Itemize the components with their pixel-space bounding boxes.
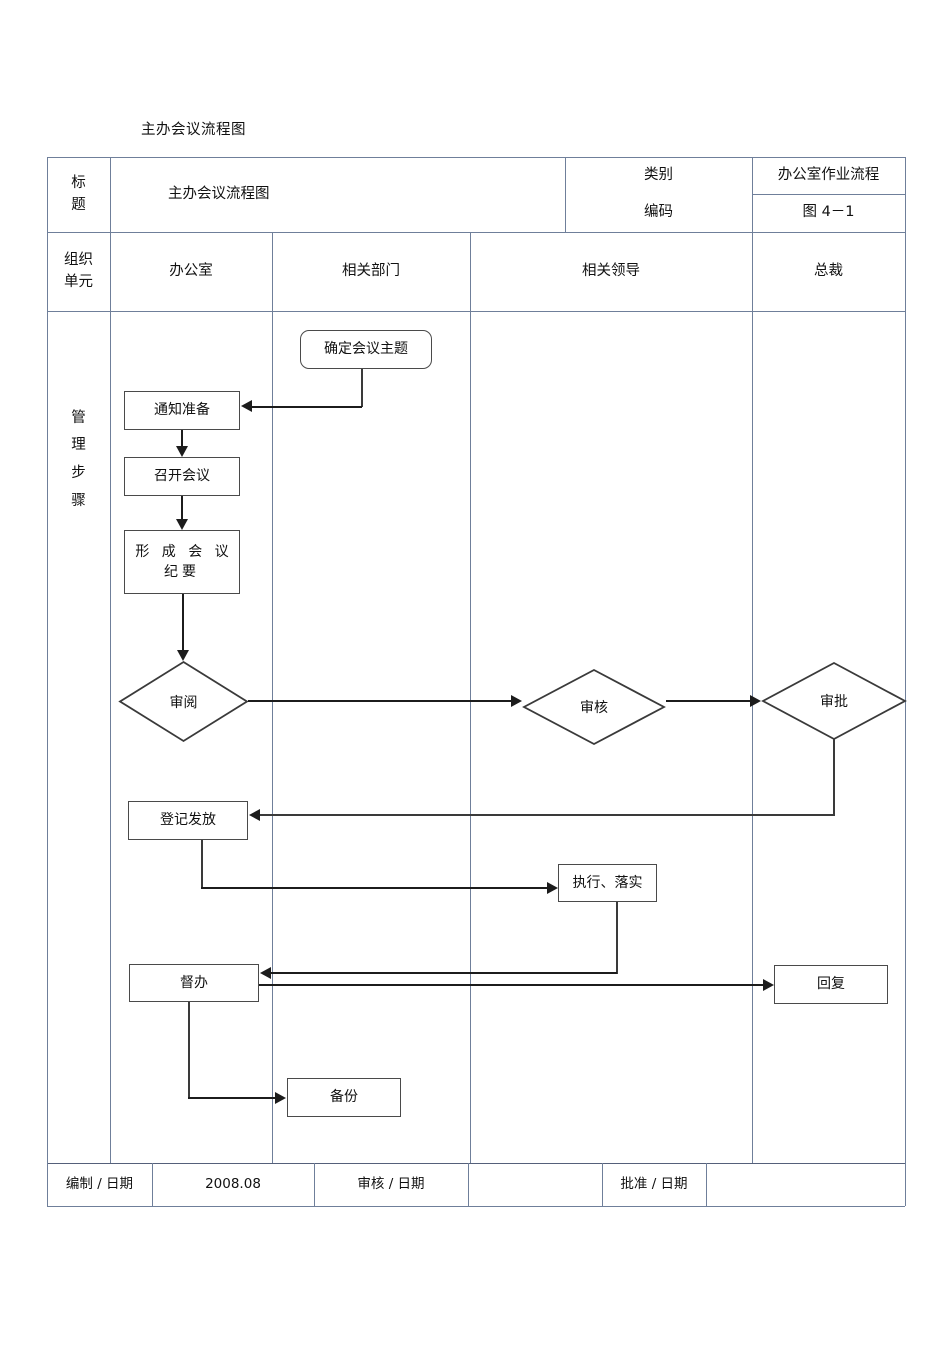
edge-supervise-to-backup-arrow xyxy=(275,1092,286,1104)
node-register-issue[interactable]: 登记发放 xyxy=(128,801,248,840)
node-review-label: 审阅 xyxy=(169,694,198,711)
code-label: 编码 xyxy=(644,204,673,221)
edge-hold-to-minutes xyxy=(181,496,183,519)
prepared-value: 2008.08 xyxy=(205,1176,261,1193)
header-row-divider xyxy=(752,194,905,195)
footer-divider-5 xyxy=(706,1163,707,1206)
edge-execute-to-supervise-v xyxy=(616,902,618,974)
reviewed-label: 审核 / 日期 xyxy=(357,1176,425,1193)
edge-approve-to-register-arrow xyxy=(249,809,260,821)
edge-topic-to-notify-h xyxy=(252,406,362,408)
edge-notify-to-hold-arrow xyxy=(176,446,188,457)
edge-topic-to-notify-v xyxy=(361,369,363,407)
lane-header-department: 相关部门 xyxy=(342,262,400,279)
edge-supervise-to-reply xyxy=(259,984,764,986)
footer-divider-2 xyxy=(314,1163,315,1206)
footer-divider-4 xyxy=(602,1163,603,1206)
edge-review-to-check xyxy=(248,700,512,702)
edge-execute-to-supervise-h xyxy=(271,972,617,974)
footer-divider-3 xyxy=(468,1163,469,1206)
lane-row-bottom xyxy=(47,311,905,312)
table-border-right xyxy=(905,157,906,1206)
lane-divider-2 xyxy=(470,232,471,1163)
edge-topic-to-notify-arrow xyxy=(241,400,252,412)
title-row-bottom xyxy=(47,232,905,233)
lane-header-office: 办公室 xyxy=(169,262,213,279)
prepared-label: 编制 / 日期 xyxy=(65,1176,134,1193)
approved-value xyxy=(706,1163,905,1206)
title-label-divider xyxy=(110,157,111,1163)
diamond-shape-check xyxy=(522,668,666,746)
table-border-bottom xyxy=(47,1206,905,1207)
body-row-bottom xyxy=(47,1163,905,1164)
edge-hold-to-minutes-arrow xyxy=(176,519,188,530)
lane-divider-1 xyxy=(272,232,273,1163)
title-value: 主办会议流程图 xyxy=(168,185,270,202)
edge-approve-to-register-h xyxy=(260,814,835,816)
node-review[interactable]: 审阅 xyxy=(118,660,249,743)
node-reply[interactable]: 回复 xyxy=(774,965,888,1004)
edge-minutes-to-review-arrow xyxy=(177,650,189,661)
node-supervise[interactable]: 督办 xyxy=(129,964,259,1002)
node-approve[interactable]: 审批 xyxy=(761,661,907,741)
diamond-shape-review xyxy=(118,660,249,743)
edge-supervise-to-backup-h xyxy=(188,1097,276,1099)
node-backup[interactable]: 备份 xyxy=(287,1078,401,1117)
edge-notify-to-hold xyxy=(181,430,183,446)
edge-minutes-to-review xyxy=(182,594,184,650)
node-check-label: 审核 xyxy=(580,700,608,716)
table-border-left xyxy=(47,157,48,1206)
node-check[interactable]: 审核 xyxy=(522,668,666,746)
category-label-divider xyxy=(752,157,753,232)
edge-check-to-approve-arrow xyxy=(750,695,761,707)
category-label: 类别 xyxy=(644,166,673,183)
edge-review-to-check-arrow xyxy=(511,695,522,707)
node-approve-label: 审批 xyxy=(820,694,848,710)
code-value: 图 4－1 xyxy=(802,204,855,221)
edge-register-to-execute-v xyxy=(201,840,203,888)
title-label: 标 题 xyxy=(71,174,86,213)
management-steps-label: 管 理 步 骤 xyxy=(71,409,86,509)
page-title: 主办会议流程图 xyxy=(141,122,246,138)
edge-register-to-execute-arrow xyxy=(547,882,558,894)
lane-header-president: 总裁 xyxy=(814,262,843,279)
footer-divider-1 xyxy=(152,1163,153,1206)
table-border-top xyxy=(47,157,905,158)
reviewed-value xyxy=(468,1163,602,1206)
approved-label: 批准 / 日期 xyxy=(620,1176,688,1193)
category-value-divider xyxy=(565,157,566,232)
edge-approve-to-register-v xyxy=(833,739,835,815)
edge-supervise-to-reply-arrow xyxy=(763,979,774,991)
node-notify-prepare[interactable]: 通知准备 xyxy=(124,391,240,430)
node-hold-meeting[interactable]: 召开会议 xyxy=(124,457,240,496)
node-confirm-topic[interactable]: 确定会议主题 xyxy=(300,330,432,369)
edge-check-to-approve xyxy=(666,700,750,702)
org-unit-label: 组织 单元 xyxy=(64,251,93,290)
node-form-minutes[interactable]: 形 成 会 议 纪要 xyxy=(124,530,240,594)
category-value: 办公室作业流程 xyxy=(777,166,880,183)
edge-execute-to-supervise-arrow xyxy=(260,967,271,979)
lane-header-leaders: 相关领导 xyxy=(582,262,640,279)
node-execute-implement[interactable]: 执行、落实 xyxy=(558,864,657,902)
edge-register-to-execute-h xyxy=(201,887,548,889)
edge-supervise-to-backup-v xyxy=(188,1002,190,1098)
